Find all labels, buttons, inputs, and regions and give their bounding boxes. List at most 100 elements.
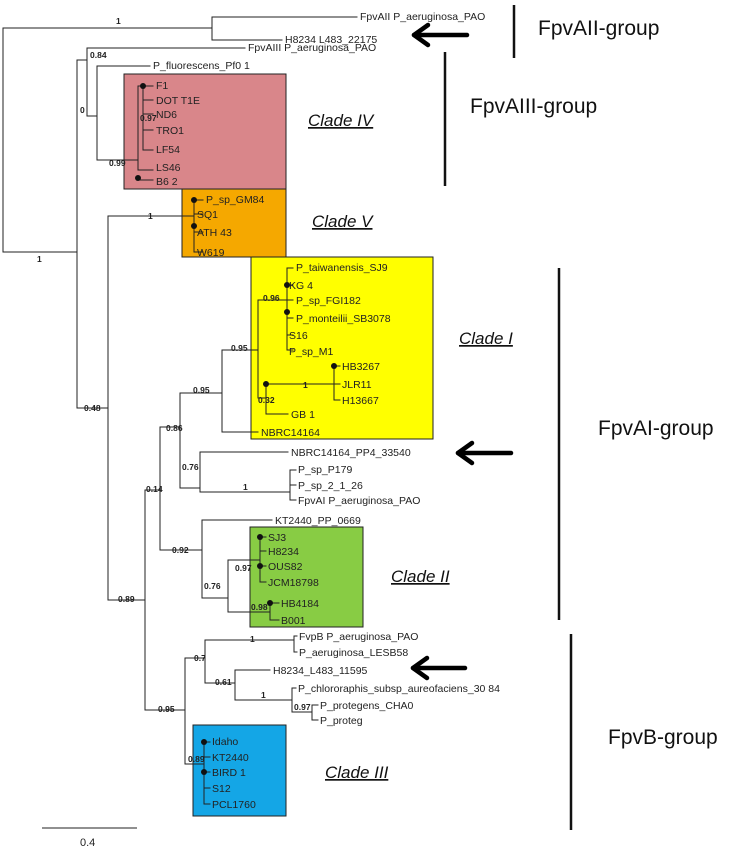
leaf-label: B6 2 bbox=[156, 176, 178, 188]
support-value: 1 bbox=[37, 254, 42, 264]
leaf-label: KT2440_PP_0669 bbox=[275, 515, 361, 527]
leaf-label: HB3267 bbox=[342, 361, 380, 373]
leaf-label: P_sp_FGI182 bbox=[296, 295, 361, 307]
leaf-label: SJ3 bbox=[268, 532, 286, 544]
leaf-label: OUS82 bbox=[268, 561, 303, 573]
arrow-icon bbox=[410, 655, 468, 681]
leaf-label: DOT T1E bbox=[156, 95, 200, 107]
leaf-label: P_monteilii_SB3078 bbox=[296, 313, 391, 325]
leaf-label: JLR11 bbox=[342, 379, 372, 391]
support-value: 0.32 bbox=[258, 395, 275, 405]
leaf-label: P_proteg bbox=[320, 715, 363, 727]
clade-v-label: Clade V bbox=[312, 212, 374, 231]
support-value: 1 bbox=[250, 634, 255, 644]
support-value: 1 bbox=[303, 380, 308, 390]
fpvai-group-label: FpvAI-group bbox=[598, 417, 714, 440]
leaf-label: KG 4 bbox=[289, 280, 313, 292]
leaf-label: B001 bbox=[281, 615, 306, 627]
support-value: 0 bbox=[80, 105, 85, 115]
fpvb-group-label: FpvB-group bbox=[608, 726, 718, 749]
support-value: 0.61 bbox=[215, 677, 232, 687]
leaf-label: KT2440 bbox=[212, 752, 249, 764]
leaf-label: S12 bbox=[212, 783, 231, 795]
leaf-label: W619 bbox=[197, 247, 225, 259]
support-value: 1 bbox=[261, 690, 266, 700]
leaf-label: TRO1 bbox=[156, 125, 184, 137]
support-value: 0.89 bbox=[188, 754, 205, 764]
node-dots bbox=[135, 83, 337, 775]
arrow-icon bbox=[411, 22, 470, 48]
leaf-label: P_aeruginosa_LESB58 bbox=[299, 647, 408, 659]
leaf-label: P_sp_GM84 bbox=[206, 194, 265, 206]
support-value: 0.76 bbox=[182, 462, 199, 472]
clade-iii-highlight bbox=[192, 724, 287, 817]
support-value: 0.76 bbox=[204, 581, 221, 591]
clade-iv-label: Clade IV bbox=[308, 111, 375, 130]
clade-ii-highlight bbox=[249, 526, 364, 628]
leaf-label: HB4184 bbox=[281, 598, 319, 610]
clade-i-label: Clade I bbox=[459, 329, 513, 348]
group-brackets bbox=[443, 5, 573, 830]
leaf-label: H8234 bbox=[268, 546, 299, 558]
support-value: 0.7 bbox=[194, 653, 206, 663]
leaf-label: BIRD 1 bbox=[212, 767, 246, 779]
support-value: 0.97 bbox=[140, 113, 157, 123]
support-value: 0.99 bbox=[109, 158, 126, 168]
leaf-label: LS46 bbox=[156, 162, 181, 174]
clade-i-highlight bbox=[250, 256, 434, 440]
leaf-label: FpvAIII P_aeruginosa_PAO bbox=[248, 42, 376, 54]
support-value: 0.97 bbox=[294, 702, 311, 712]
support-value: 0.84 bbox=[90, 50, 107, 60]
support-value: 0.89 bbox=[118, 594, 135, 604]
leaf-label: GB 1 bbox=[291, 409, 315, 421]
support-value: 1 bbox=[148, 211, 153, 221]
support-value: 0.98 bbox=[251, 602, 268, 612]
leaf-label: Idaho bbox=[212, 736, 238, 748]
support-value: 1 bbox=[243, 482, 248, 492]
leaf-label: PCL1760 bbox=[212, 799, 256, 811]
fpvaiii-group-label: FpvAIII-group bbox=[470, 95, 597, 118]
leaf-label: P_taiwanensis_SJ9 bbox=[296, 262, 388, 274]
leaf-label: ATH 43 bbox=[197, 227, 232, 239]
leaf-label: H13667 bbox=[342, 395, 379, 407]
leaf-label: P_sp_P179 bbox=[298, 464, 352, 476]
leaf-label: P_protegens_CHA0 bbox=[320, 700, 414, 712]
support-value: 0.96 bbox=[263, 293, 280, 303]
leaf-label: F1 bbox=[156, 80, 168, 92]
leaf-label: P_fluorescens_Pf0 1 bbox=[153, 60, 250, 72]
support-value: 0.95 bbox=[231, 343, 248, 353]
support-value: 0.48 bbox=[84, 403, 101, 413]
clade-ii-label: Clade II bbox=[391, 567, 450, 586]
support-value: 0.86 bbox=[166, 423, 183, 433]
leaf-label: LF54 bbox=[156, 144, 180, 156]
leaf-label: NBRC14164_PP4_33540 bbox=[291, 447, 411, 459]
leaf-label: NBRC14164 bbox=[261, 427, 320, 439]
scale-bar-label: 0.4 bbox=[80, 837, 95, 849]
arrow-icon bbox=[455, 440, 514, 466]
leaf-label: H8234 L483_22175 bbox=[285, 34, 377, 46]
leaf-label: FpvAI P_aeruginosa_PAO bbox=[298, 495, 420, 507]
leaf-label: P_sp_M1 bbox=[289, 346, 334, 358]
leaf-label: P_sp_2_1_26 bbox=[298, 480, 363, 492]
tree-branches bbox=[2, 16, 358, 805]
fpvaii-group-label: FpvAII-group bbox=[538, 17, 659, 40]
support-value: 0.95 bbox=[193, 385, 210, 395]
leaf-label: S16 bbox=[289, 330, 308, 342]
support-value: 0.92 bbox=[172, 545, 189, 555]
leaf-label: SQ1 bbox=[197, 209, 218, 221]
leaf-label: H8234_L483_11595 bbox=[273, 665, 368, 677]
leaf-label: FpvAII P_aeruginosa_PAO bbox=[360, 11, 485, 23]
leaf-label: ND6 bbox=[156, 109, 177, 121]
support-value: 0.14 bbox=[146, 484, 163, 494]
support-values: 1 1 0.84 0 0.97 0.99 1 0.48 0.95 0.96 1 … bbox=[37, 16, 311, 764]
clade-iii-label: Clade III bbox=[325, 763, 389, 782]
leaf-label: JCM18798 bbox=[268, 577, 319, 589]
leaf-label: P_chlororaphis_subsp_aureofaciens_30 84 bbox=[298, 683, 500, 695]
support-value: 0.97 bbox=[235, 563, 252, 573]
clade-iv-highlight bbox=[123, 73, 287, 190]
support-value: 0.95 bbox=[158, 704, 175, 714]
leaf-labels: FpvAII P_aeruginosa_PAO H8234 L483_22175… bbox=[153, 11, 500, 811]
leaf-label: FvpB P_aeruginosa_PAO bbox=[299, 631, 418, 643]
